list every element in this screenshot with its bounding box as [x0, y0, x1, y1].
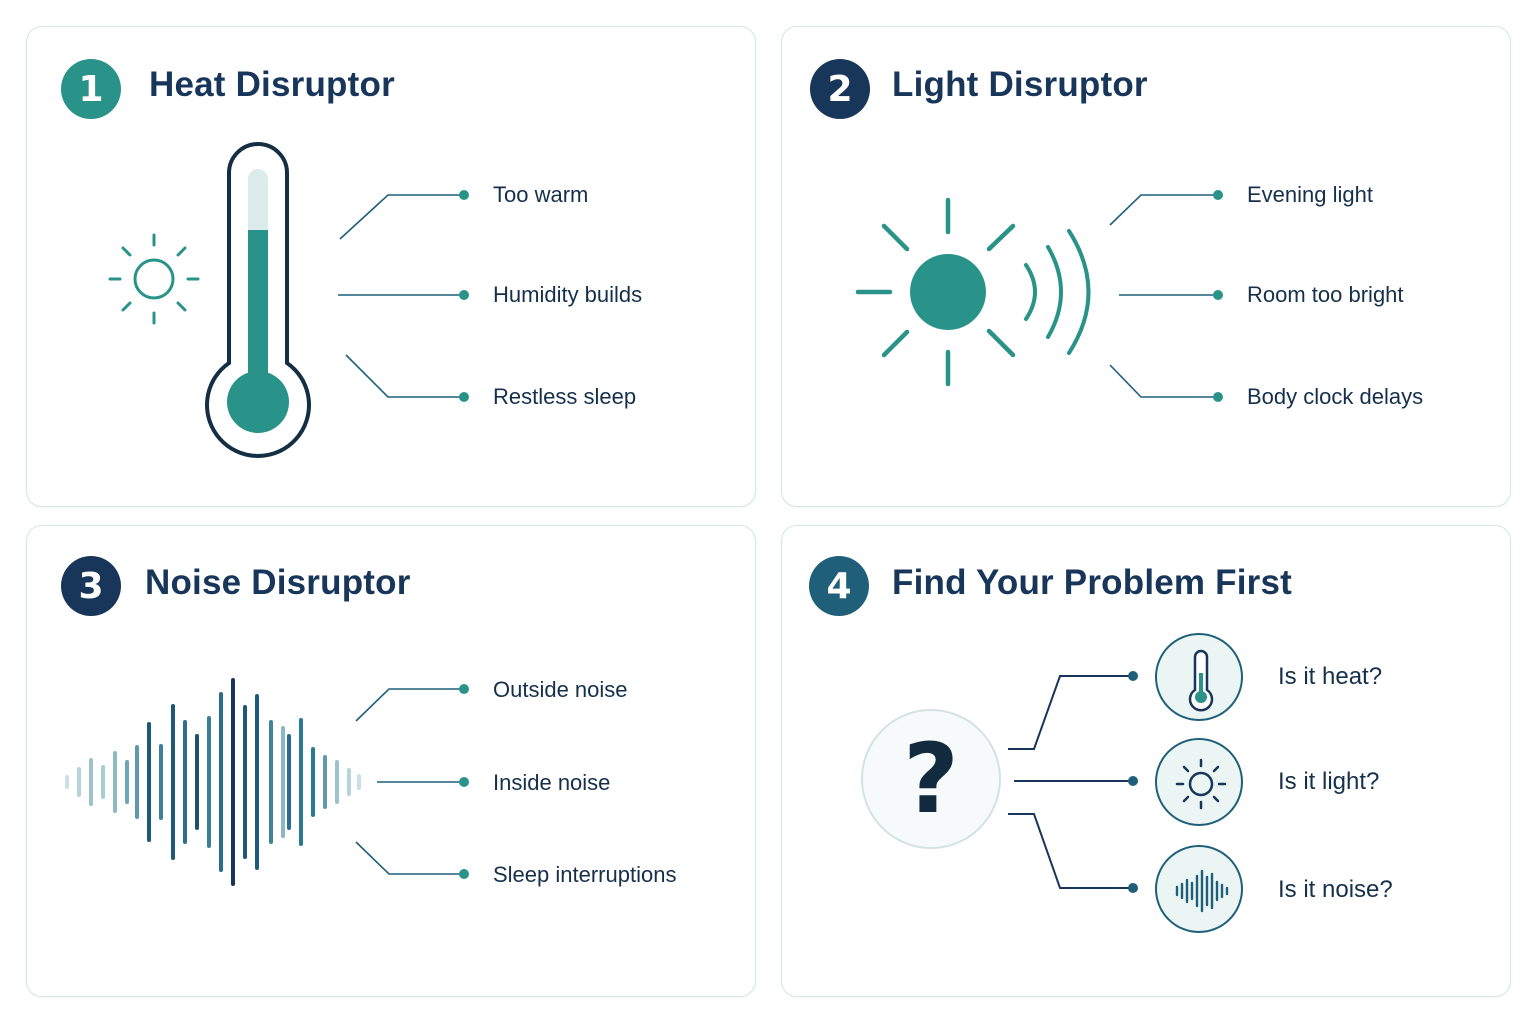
- noise-illustration: [65, 678, 469, 886]
- heat-disruptor-card: 1 Heat Disruptor: [26, 26, 756, 507]
- question-noise-icon-circle[interactable]: [1155, 845, 1243, 933]
- question-light-label: Is it light?: [1278, 768, 1380, 795]
- question-heat-label: Is it heat?: [1278, 663, 1383, 690]
- question-heat-icon-circle[interactable]: [1155, 633, 1243, 721]
- step-badge-4: 4: [809, 556, 869, 616]
- noise-title: Noise Disruptor: [145, 563, 411, 602]
- light-illustration: [855, 190, 1223, 402]
- question-mark-icon: ?: [861, 709, 1001, 849]
- thermometer-icon: [1188, 649, 1214, 712]
- decision-connectors: [1008, 671, 1138, 893]
- noise-connectors: [355, 688, 464, 875]
- heat-illustration: [108, 142, 469, 458]
- thermometer-icon: [205, 142, 311, 458]
- sun-icon: [855, 197, 1016, 387]
- heat-title: Heat Disruptor: [149, 65, 395, 104]
- step-badge-3: 3: [61, 556, 121, 616]
- label-outside-noise: Outside noise: [493, 677, 628, 702]
- heat-connectors: [338, 194, 464, 398]
- sound-wave-icon: [1175, 869, 1229, 913]
- step-badge-1: 1: [61, 59, 121, 119]
- label-too-warm: Too warm: [493, 182, 589, 207]
- label-evening-light: Evening light: [1247, 182, 1373, 207]
- sound-wave-icon: [65, 678, 361, 886]
- light-disruptor-card: 2 Light Disruptor Evening lig: [781, 26, 1511, 507]
- step-badge-2: 2: [810, 59, 870, 119]
- light-connectors: [1109, 194, 1218, 398]
- noise-disruptor-card: 3 Noise Disruptor Outside noise Inside n…: [26, 525, 756, 997]
- label-sleep-interruptions: Sleep interruptions: [493, 862, 677, 887]
- light-title: Light Disruptor: [892, 65, 1148, 104]
- sun-icon: [1175, 758, 1227, 810]
- find-problem-title: Find Your Problem First: [892, 563, 1293, 602]
- label-inside-noise: Inside noise: [493, 770, 611, 795]
- find-problem-card: 4 Find Your Problem First ? Is it heat?: [781, 525, 1511, 997]
- label-body-clock-delays: Body clock delays: [1247, 384, 1424, 409]
- question-noise-label: Is it noise?: [1278, 876, 1393, 903]
- small-sun-icon: [108, 233, 200, 325]
- label-humidity-builds: Humidity builds: [493, 282, 643, 307]
- label-room-too-bright: Room too bright: [1247, 282, 1404, 307]
- question-light-icon-circle[interactable]: [1155, 738, 1243, 826]
- light-wave-icon: [1024, 229, 1091, 355]
- label-restless-sleep: Restless sleep: [493, 384, 637, 409]
